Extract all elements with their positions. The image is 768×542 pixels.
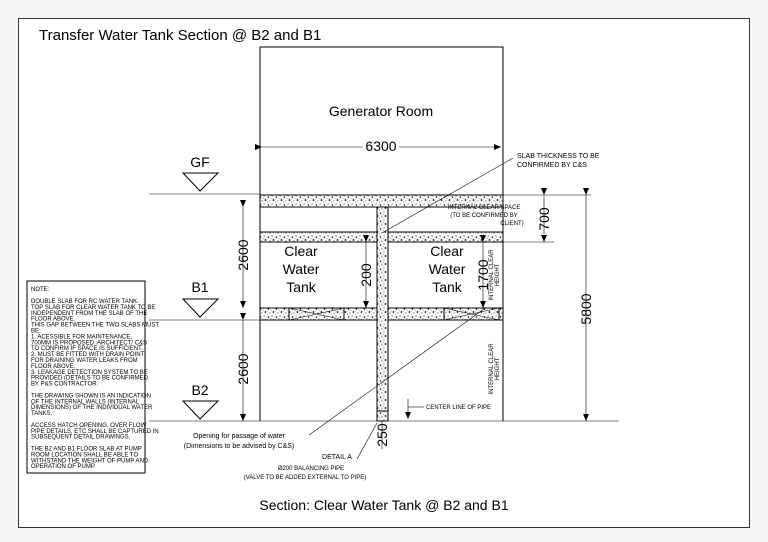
detail-a-leader: [356, 422, 378, 460]
opening-label-line-2: (Dimensions to be advised by C&S): [184, 443, 295, 450]
tank-left-line-3: Tank: [286, 279, 317, 295]
section-caption: Section: Clear Water Tank @ B2 and B1: [259, 497, 508, 513]
internal-clear-height-lower-line-2: HEIGHT: [495, 357, 501, 380]
dimension-5800: 5800: [578, 293, 594, 324]
dimension-250: 250: [374, 423, 390, 447]
dimension-2600-lower: 2600: [235, 353, 251, 384]
note-line: THIS GAP BETWEEN THE TWO SLABS MUST: [31, 323, 159, 329]
tank-left-line-1: Clear: [284, 243, 318, 259]
note-box: [26, 280, 146, 474]
note-line: PIPE DETAILS, ETC SHALL BE CAPTURED IN: [31, 429, 159, 435]
level-b2-label: B2: [191, 382, 208, 398]
tank-right-line-1: Clear: [430, 243, 464, 259]
dimension-2600-upper: 2600: [235, 239, 251, 270]
slab-thickness-line-1: SLAB THICKNESS TO BE: [517, 153, 600, 160]
slab-thickness-leader: [381, 157, 514, 234]
note-line: 700MM IS PROPOSED. ARCHITECT/ C&S: [31, 340, 147, 346]
dimension-6300: 6300: [365, 138, 396, 154]
note-line: 3. LEAKAGE DETECTION SYSTEM TO BE: [31, 370, 148, 376]
dimension-6300-bg: [363, 138, 399, 152]
note-line: SUBSEQUENT DETAIL DRAWINGS.: [31, 435, 131, 441]
note-line: 1. ACESSIBLE FOR MAINTENANCE,: [31, 334, 132, 340]
note-line: WITHSTAND THE WEIGHT OF PUMP AND: [31, 458, 149, 464]
balancing-pipe-line-2: (VALVE TO BE ADDED EXTERNAL TO PIPE): [244, 475, 366, 481]
note-line: FLOOR ABOVE.: [31, 317, 76, 323]
slab-opening-right: [443, 307, 500, 321]
dimension-700: 700: [536, 207, 552, 231]
internal-clear-height-upper-line-1: INTERNAL CLEAR: [489, 249, 495, 301]
slab-opening-left: [288, 307, 345, 321]
tank-right-line-2: Water: [429, 261, 466, 277]
level-gf-marker: [181, 172, 220, 192]
internal-clear-space-line-1: INTERNAL CLEAR SPACE: [448, 205, 521, 211]
level-b2-marker: [181, 400, 220, 420]
dimension-200: 200: [358, 263, 374, 287]
note-line: FOR DRAINING WATER LEAKS FROM: [31, 358, 138, 364]
opening-label-line-1: Opening for passage of water: [193, 433, 286, 440]
balancing-pipe: [376, 410, 389, 422]
note-line: TOP SLAB FOR CLEAR WATER TANK TO BE: [31, 305, 155, 311]
internal-clear-height-upper-line-2: HEIGHT: [495, 263, 501, 286]
note-line: ROOM LOCATION SHALL BE ABLE TO: [31, 452, 138, 458]
note-line: TO CONFIRM IF SPACE IS SUFFICIENT.: [31, 346, 143, 352]
level-b1-label: B1: [191, 279, 208, 295]
note-line: BY P&S CONTRACTOR.: [31, 382, 98, 388]
drawing-title: Transfer Water Tank Section @ B2 and B1: [39, 27, 321, 44]
note-line: 2. MUST BE FITTED WITH DRAIN POINT: [31, 352, 145, 358]
note-line: DIMENSIONS) OF THE INDIVIDUAL WATER: [31, 405, 153, 411]
detail-a-label: DETAIL A: [322, 454, 352, 461]
note-lines: DOUBLE SLAB FOR RC WATER TANK.TOP SLAB F…: [31, 299, 159, 470]
tank-left-line-2: Water: [283, 261, 320, 277]
note-line: THE DRAWING SHOWN IS AN INDICATION: [31, 393, 151, 399]
note-line: ACCESS HATCH OPENING, OVER FLOW: [31, 423, 147, 429]
note-line: BE:: [31, 329, 41, 335]
central-wall: [376, 206, 389, 422]
tank-right-line-3: Tank: [432, 279, 463, 295]
internal-clear-space-line-2: (TO BE CONFIRMED BY: [450, 213, 518, 219]
center-line-label: CENTER LINE OF PIPE: [426, 405, 491, 411]
slab-thickness-line-2: CONFIRMED BY C&S: [517, 162, 587, 169]
note-line: PROVIDED (DETAILS TO BE CONFIRMED: [31, 376, 149, 382]
note-line: DOUBLE SLAB FOR RC WATER TANK.: [31, 299, 139, 305]
level-b1-marker: [181, 298, 220, 318]
note-line: INDEPENDENT FROM THE SLAB OF THE: [31, 311, 147, 317]
note-line: THE B2 AND B1 FLOOR SLAB AT PUMP: [31, 447, 142, 453]
internal-clear-height-lower-line-1: INTERNAL CLEAR: [489, 343, 495, 395]
internal-clear-space-line-3: CLIENT): [500, 221, 523, 227]
note-line: OF THE INTERNAL WALLS (INTERNAL: [31, 399, 140, 405]
balancing-pipe-line-1: Ø200 BALANCING PIPE: [278, 466, 344, 472]
drawing-sheet: Transfer Water Tank Section @ B2 and B1 …: [18, 18, 750, 528]
note-line: TANKS.: [31, 411, 53, 417]
note-line: FLOOR ABOVE.: [31, 364, 76, 370]
level-gf-label: GF: [190, 154, 209, 170]
opening-leader: [308, 308, 485, 436]
note-heading: NOTE:: [31, 287, 50, 293]
generator-room-box: [259, 46, 504, 196]
dimension-1700: 1700: [475, 259, 491, 290]
generator-room-label: Generator Room: [329, 103, 433, 119]
section-drawing: Transfer Water Tank Section @ B2 and B1 …: [26, 27, 619, 513]
note-line: OPERATION OF PUMP.: [31, 464, 96, 470]
